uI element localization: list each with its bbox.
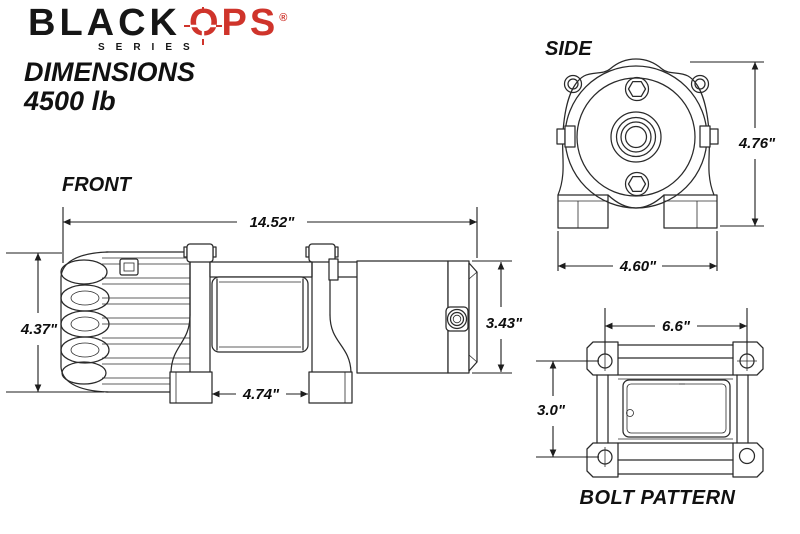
dim-front-motor-height-value: 3.43" <box>486 315 523 332</box>
dim-front-height-value: 4.37" <box>20 321 58 338</box>
tie-bar <box>209 261 313 278</box>
bracket-base-right <box>308 371 353 404</box>
front-view-drawing: 14.52" 4.37" 3.43" 4.74" <box>6 207 523 404</box>
registered-trademark: ® <box>279 12 291 25</box>
mounting-bracket-right <box>305 243 353 404</box>
dim-bolt-width-value: 6.6" <box>662 318 691 335</box>
side-tab-right <box>699 125 719 148</box>
plate-pin-hole <box>626 409 634 417</box>
dim-side-height-value: 4.76" <box>738 135 776 152</box>
drum-flange-circle <box>564 65 708 209</box>
dimension-bolt-width: 6.6" <box>604 308 748 354</box>
dim-bolt-height-value: 3.0" <box>537 402 566 419</box>
dim-side-width-value: 4.60" <box>619 258 657 275</box>
dim-front-drum-width-value: 4.74" <box>242 386 280 403</box>
brand-ops-rest: PS <box>221 2 279 44</box>
winch-drum <box>209 261 358 353</box>
motor-assembly <box>356 260 478 374</box>
mounting-plate <box>586 341 764 478</box>
bolt-pattern-drawing: 6.6" 3.0" <box>536 308 764 478</box>
pad-bottom-left <box>586 442 619 478</box>
brand-series-text: SERIES <box>98 42 201 53</box>
brand-black-text: BLACK <box>28 2 181 44</box>
drum-hub <box>610 111 662 163</box>
front-view-label: FRONT <box>62 174 131 196</box>
hex-bolt-bottom <box>624 171 650 197</box>
ear-screw-right <box>690 74 710 94</box>
mounting-bracket-left <box>169 243 217 404</box>
page-title: DIMENSIONS 4500 lb <box>24 57 196 117</box>
gearbox-ribs <box>102 257 190 385</box>
side-view-label: SIDE <box>545 38 592 60</box>
dimension-bolt-height: 3.0" <box>536 360 599 458</box>
foot-left <box>557 194 609 229</box>
dimension-front-overall-width: 14.52" <box>62 207 478 263</box>
side-tab-left <box>556 125 576 148</box>
hex-bolt-top <box>624 76 650 102</box>
dimension-front-motor-height: 3.43" <box>472 260 523 374</box>
brand-ops-text: O PS® <box>183 2 291 45</box>
side-view-drawing: 4.76" 4.60" <box>556 58 776 275</box>
pad-top-right <box>732 341 764 376</box>
bolt-pattern-label: BOLT PATTERN <box>579 487 736 509</box>
dimension-side-width: 4.60" <box>557 231 718 275</box>
brand-ops-letter-o: O <box>183 4 222 45</box>
dimension-side-height: 4.76" <box>690 61 776 227</box>
dimension-front-overall-height: 4.37" <box>6 252 104 393</box>
dimension-front-drum-width: 4.74" <box>212 386 308 403</box>
title-line-dimensions: DIMENSIONS <box>24 57 196 87</box>
bracket-base-left <box>169 371 213 404</box>
pad-top-left <box>586 341 619 376</box>
dim-front-width-value: 14.52" <box>250 214 296 231</box>
bolt-hole-bottom-right <box>738 447 756 465</box>
power-connector <box>445 306 469 332</box>
bracket-boss <box>328 258 339 281</box>
title-line-weight: 4500 lb <box>24 86 116 117</box>
ear-screw-left <box>563 74 583 94</box>
foot-right <box>663 194 718 229</box>
gearbox-clamp <box>119 258 139 276</box>
